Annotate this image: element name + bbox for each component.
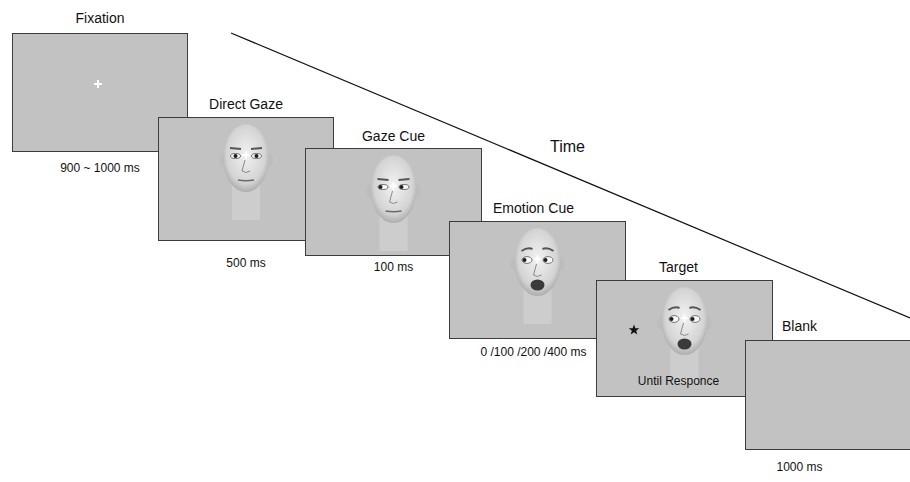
face-head	[371, 155, 417, 223]
face-mouth	[678, 339, 692, 350]
screen-duration: 0 /100 /200 /400 ms	[386, 344, 681, 360]
screen-illustration	[746, 341, 910, 449]
face-eye	[522, 257, 532, 264]
face-pupil	[670, 317, 674, 321]
screen-title: Gaze Cue	[246, 127, 541, 145]
face-picture	[658, 287, 712, 383]
screen-panel: TargetUntil Responce	[596, 280, 773, 397]
face-mouth	[386, 210, 402, 212]
face-eyebrow	[251, 148, 262, 149]
fixation-cross	[684, 315, 686, 322]
face-eyebrow	[690, 307, 701, 310]
face-picture	[219, 124, 273, 220]
face-head	[662, 287, 708, 355]
screen-duration: 100 ms	[246, 259, 541, 275]
face-eyebrow	[378, 179, 389, 180]
face-eyebrow	[669, 307, 680, 310]
fixation-cross	[537, 256, 539, 263]
face-eyebrow	[543, 248, 554, 251]
screen-duration: Until Responce	[591, 373, 766, 389]
screen-duration: 500 ms	[99, 255, 393, 271]
face-pupil	[400, 185, 404, 189]
face-pupil	[544, 258, 548, 262]
face-head	[223, 124, 269, 192]
axis-label: Time	[550, 137, 585, 157]
face-nose	[390, 191, 398, 204]
face-picture	[367, 155, 421, 251]
fixation-cross	[393, 183, 395, 190]
face-eyebrow	[522, 248, 533, 251]
screen-panel: Blank1000 ms	[745, 340, 910, 450]
face-pupil	[691, 317, 695, 321]
face-eye	[378, 185, 388, 190]
face-eye	[669, 316, 679, 323]
face-picture	[511, 228, 565, 324]
face-eye	[252, 154, 262, 159]
screen-title: Target	[531, 258, 826, 276]
face-eye	[231, 154, 241, 159]
screen-duration: 900 ~ 1000 ms	[0, 160, 247, 176]
face-eye	[690, 316, 700, 323]
face-eye	[399, 185, 409, 190]
fixation-cross	[245, 152, 247, 159]
face-head	[515, 228, 561, 296]
target-star	[629, 325, 639, 335]
face-pupil	[234, 154, 238, 158]
face-mouth	[238, 179, 254, 181]
face-pupil	[379, 185, 383, 189]
fixation-cross	[97, 80, 99, 88]
face-pupil	[523, 258, 527, 262]
screen-title: Direct Gaze	[99, 95, 393, 113]
face-nose	[534, 264, 542, 277]
face-mouth	[531, 280, 545, 291]
face-pupil	[255, 154, 259, 158]
face-nose	[681, 323, 689, 336]
face-nose	[242, 160, 250, 173]
screen-title: Emotion Cue	[386, 199, 681, 217]
face-eyebrow	[399, 179, 410, 180]
screen-duration: 1000 ms	[652, 459, 910, 475]
screen-title: Fixation	[0, 9, 247, 27]
face-eye	[543, 257, 553, 264]
screen-title: Blank	[652, 317, 910, 335]
face-eyebrow	[230, 148, 241, 149]
